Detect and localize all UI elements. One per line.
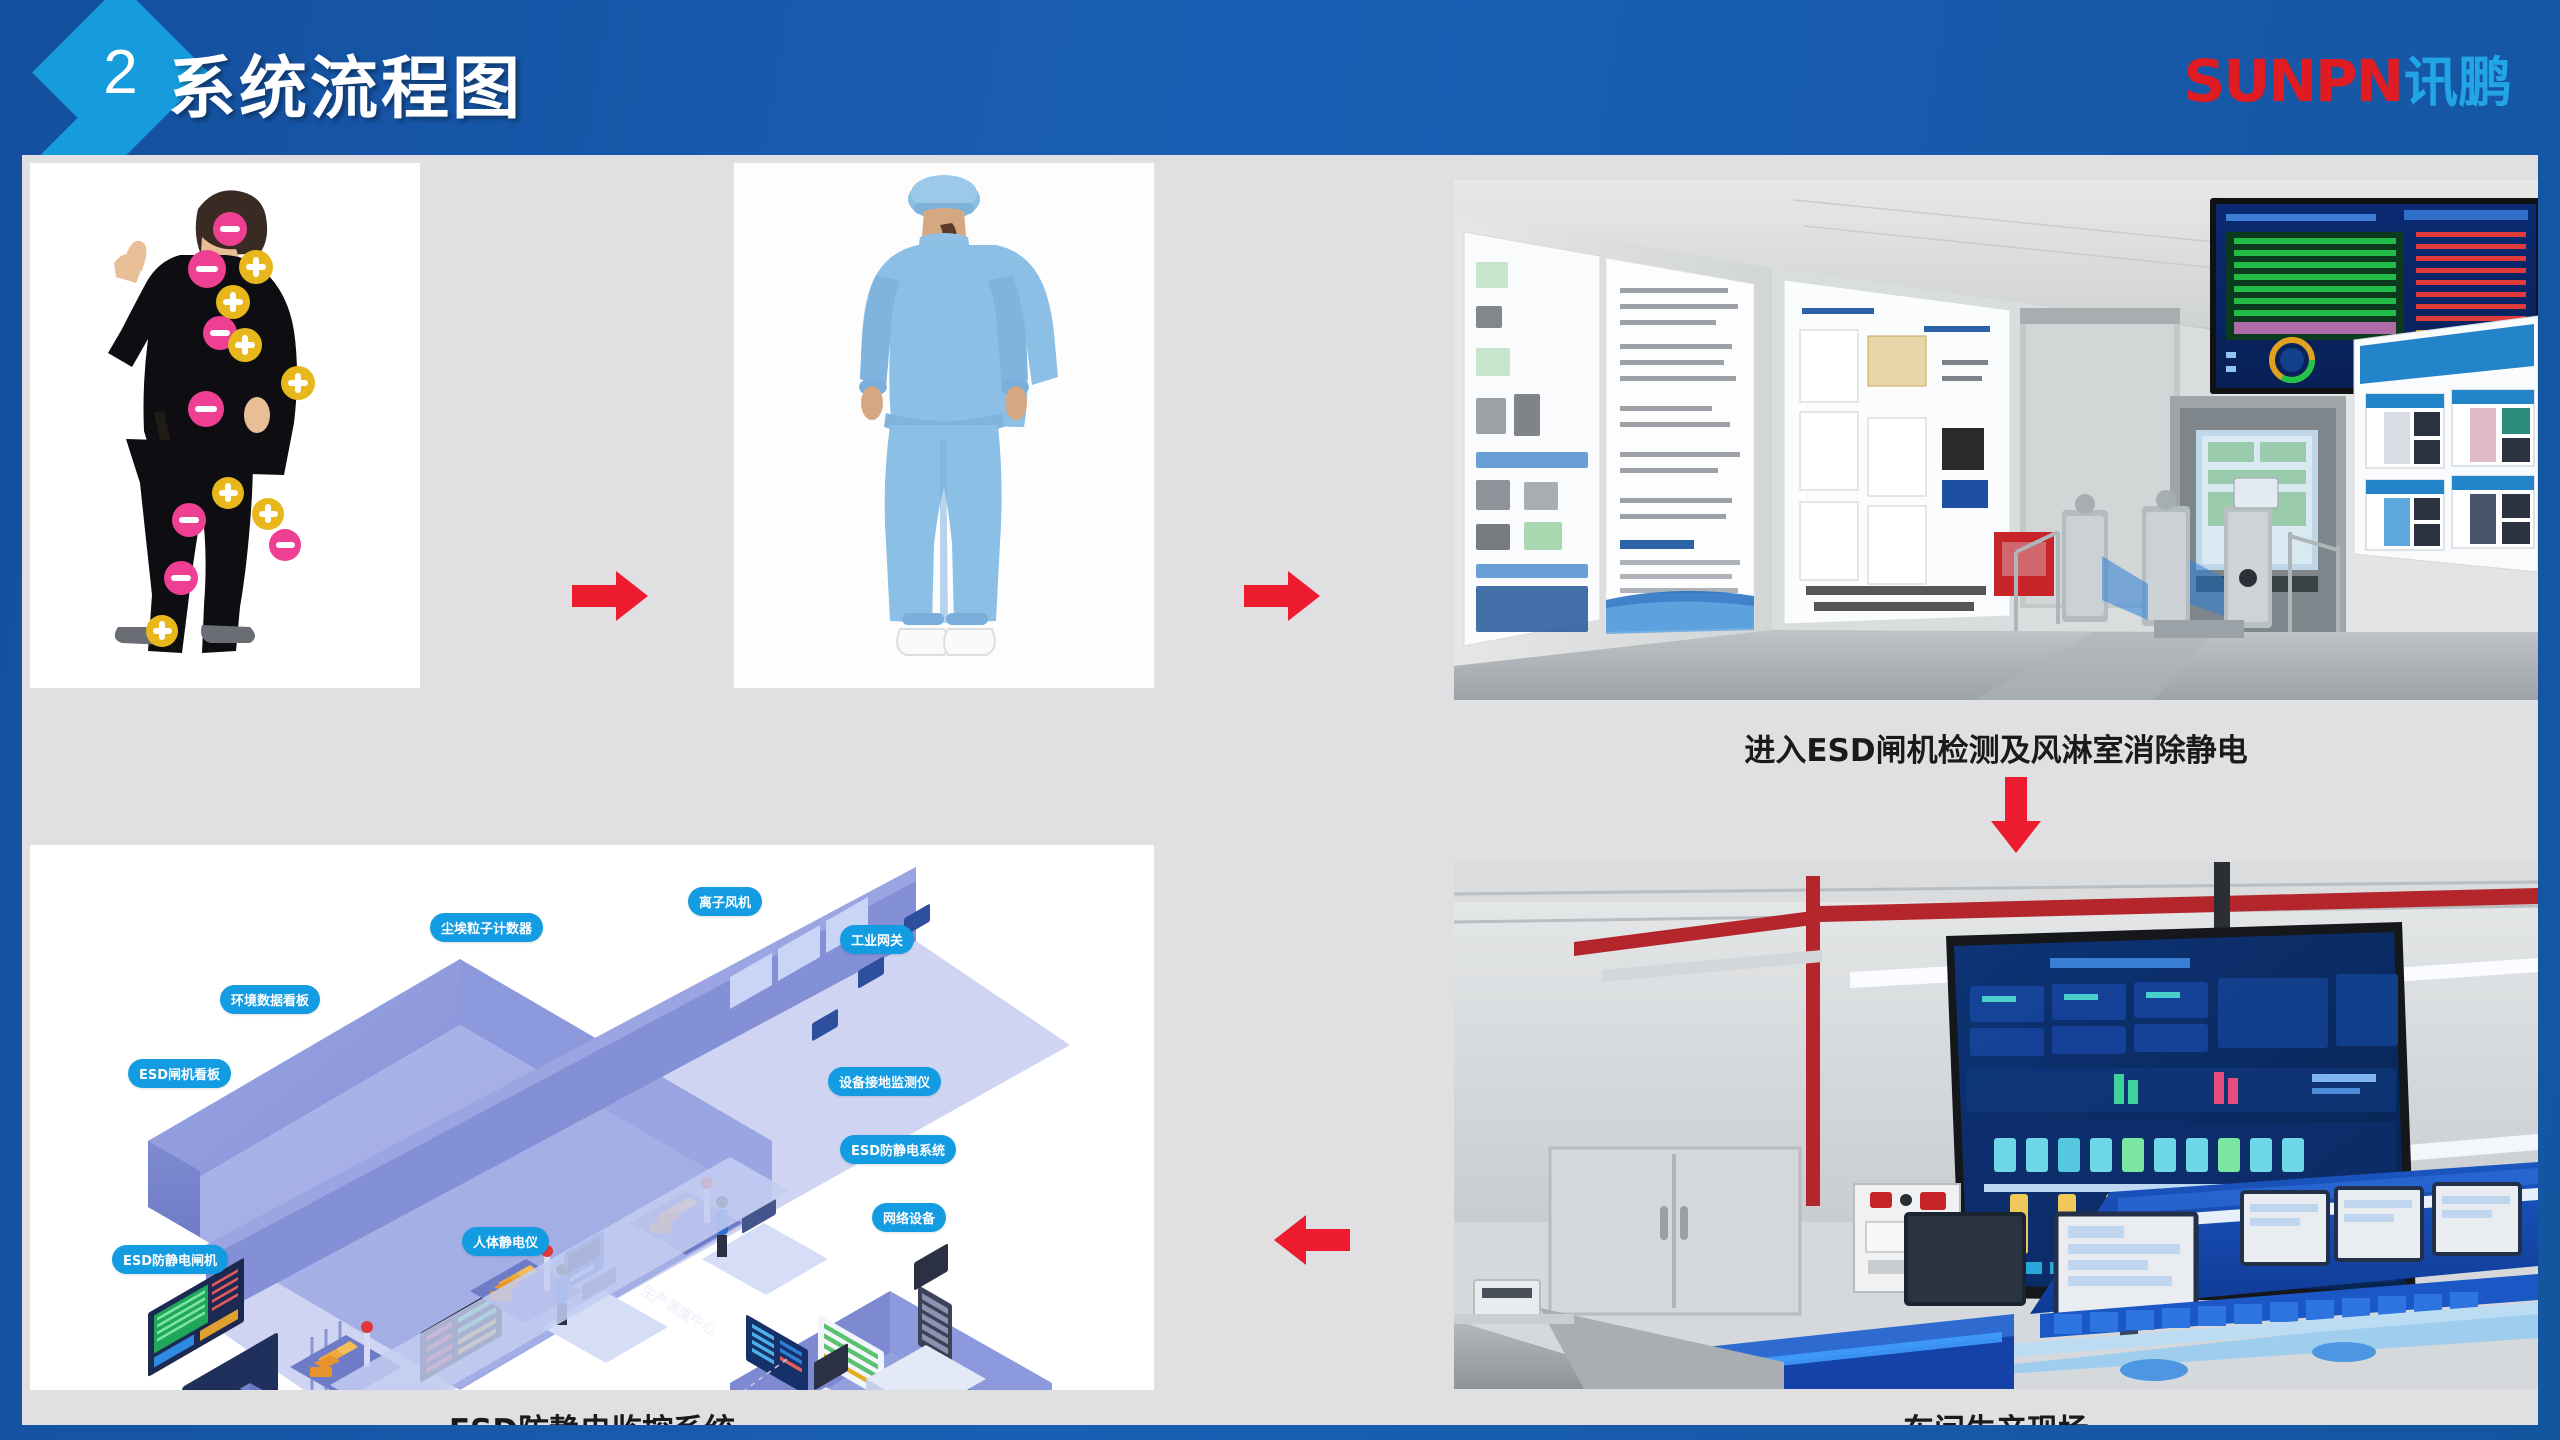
content-canvas: 未穿戴防护用品 xyxy=(22,155,2538,1425)
esd-gate-photo xyxy=(1454,180,2538,700)
label-ground-monitor: 设备接地监测仪 xyxy=(828,1067,942,1096)
arrow-right-icon-2 xyxy=(1244,571,1320,621)
slide-header: 2 系统流程图 SUNPN 讯鹏 xyxy=(0,0,2560,260)
workshop-photo xyxy=(1454,862,2538,1389)
charge-symbols xyxy=(146,212,315,647)
label-env-board: 环境数据看板 xyxy=(220,985,321,1014)
label-body-esd-tester: 人体静电仪 xyxy=(462,1227,550,1256)
label-industrial-gateway: 工业网关 xyxy=(840,925,915,954)
charged-person-illustration xyxy=(108,190,315,653)
esd-garment-photo xyxy=(734,163,1154,688)
page-title: 系统流程图 xyxy=(168,50,524,129)
step-2-media xyxy=(734,163,1154,688)
label-esd-gate: ESD防静电闸机 xyxy=(112,1245,229,1274)
brand-logo-en: SUNPN xyxy=(2183,47,2404,115)
brand-logo: SUNPN 讯鹏 xyxy=(2184,38,2512,117)
step-3-media xyxy=(1454,180,2538,700)
label-dust-counter: 尘埃粒子计数器 xyxy=(430,913,544,942)
step-number: 2 xyxy=(103,38,138,107)
label-esd-system: ESD防静电系统 xyxy=(840,1135,957,1164)
step-4-media xyxy=(1454,862,2538,1389)
esd-monitoring-diagram xyxy=(30,845,1154,1390)
label-network-device: 网络设备 xyxy=(872,1203,947,1232)
step-1-media xyxy=(30,163,420,688)
label-ion-fan: 离子风机 xyxy=(688,887,763,916)
arrow-down-icon xyxy=(1991,777,2041,853)
arrow-left-icon xyxy=(1274,1215,1350,1265)
step-5-caption: ESD防静电监控系统 xyxy=(30,1405,1154,1425)
step-4-caption: 车间生产现场 xyxy=(1454,1405,2538,1425)
step-5-media: ESD闸机看板 环境数据看板 尘埃粒子计数器 离子风机 工业网关 设备接地监测仪… xyxy=(30,845,1154,1390)
arrow-right-icon-1 xyxy=(572,571,648,621)
brand-logo-cn: 讯鹏 xyxy=(2404,51,2512,114)
label-esd-gate-board: ESD闸机看板 xyxy=(128,1059,232,1088)
step-3-caption: 进入ESD闸机检测及风淋室消除静电 xyxy=(1744,733,2248,769)
